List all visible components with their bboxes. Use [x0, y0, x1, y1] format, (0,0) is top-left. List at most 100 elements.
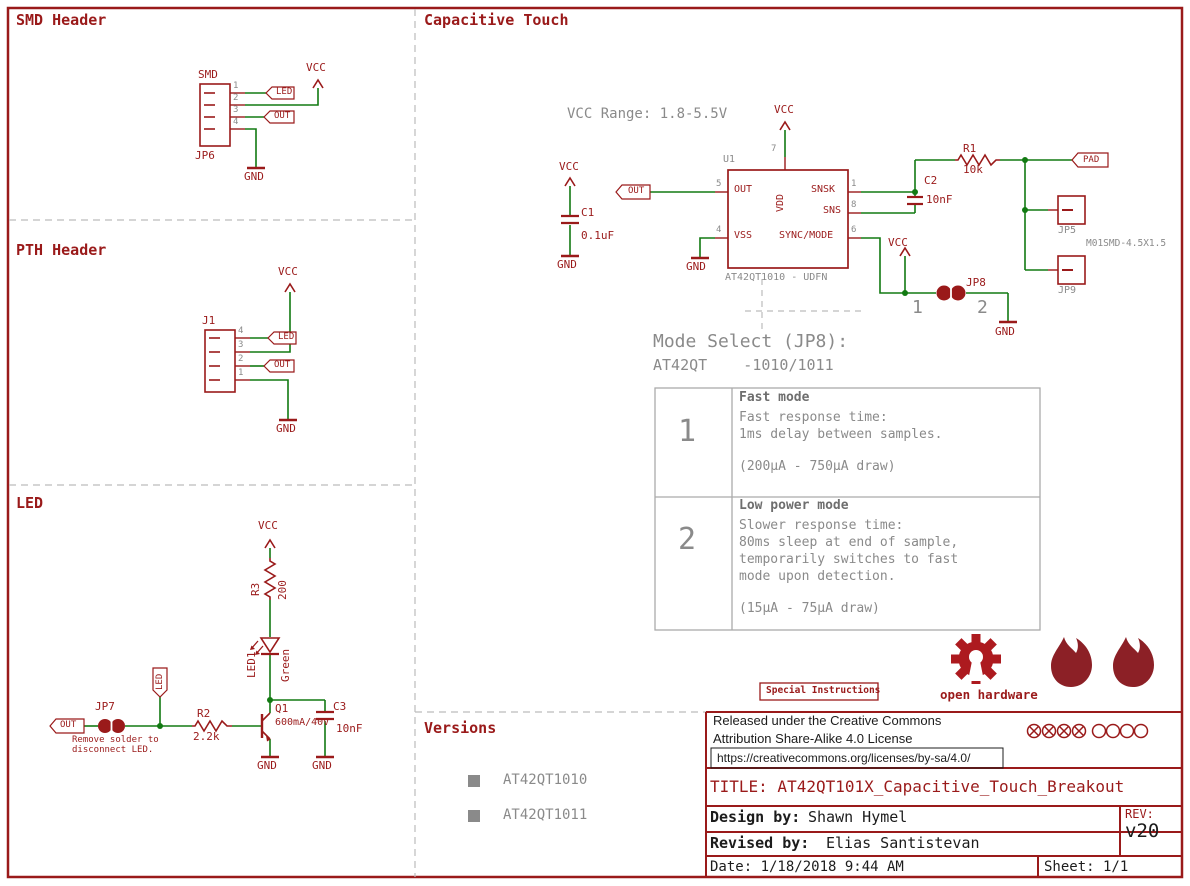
pth-wires	[250, 292, 291, 420]
mode-select-leader-lines	[745, 279, 865, 332]
u1-pin-number-sync: 6	[851, 225, 857, 235]
cc-line-2: Attribution Share-Alike 4.0 License	[713, 731, 913, 746]
u1-pin-vdd: VDD	[775, 193, 786, 212]
flame-logo-2	[1113, 637, 1154, 687]
led-section-title: LED	[16, 494, 44, 512]
junction-dot	[1022, 157, 1028, 163]
jp6-pin-number-3: 3	[233, 105, 239, 115]
smd-gnd-label: GND	[244, 170, 264, 183]
smd-section-title: SMD Header	[16, 11, 107, 29]
c1-gnd-label: GND	[557, 258, 577, 271]
u1-pin-number-sns: 8	[851, 200, 857, 210]
u1-pin-sync: SYNC/MODE	[779, 230, 834, 241]
mode-select-title: Mode Select (JP8):	[653, 331, 849, 352]
c2-value: 10nF	[926, 193, 953, 206]
jp6-pin-number-4: 4	[233, 117, 239, 127]
r2-value: 2.2k	[193, 730, 220, 743]
u1-value: AT42QT1010 - UDFN	[725, 272, 828, 283]
smd-out-flag	[263, 110, 295, 124]
led1-value: Green	[279, 648, 292, 682]
mode-row2-line-1: Slower response time:	[739, 518, 904, 533]
u1-pin-vss: VSS	[734, 230, 753, 241]
led-out-flag	[49, 718, 85, 734]
jp7-note-line-1: Remove solder to	[72, 735, 159, 745]
jp5-connector	[1048, 195, 1086, 225]
c3-ref: C3	[333, 700, 347, 713]
c1-ref: C1	[581, 206, 595, 219]
pth-vcc-symbol	[284, 282, 296, 293]
pth-gnd-label: GND	[276, 422, 296, 435]
mode-row2-title: Low power mode	[739, 498, 849, 513]
r1-resistor	[955, 153, 1000, 167]
c1-value: 0.1uF	[581, 229, 615, 242]
special-instructions-box	[759, 682, 879, 701]
vcc-range-note: VCC Range: 1.8-5.5V	[567, 106, 728, 122]
jp6-connector	[199, 83, 245, 147]
sheet-label: Sheet: 1/1	[1044, 859, 1129, 875]
cap-wires	[569, 130, 1072, 322]
pth-vcc-label: VCC	[278, 265, 298, 278]
r3-resistor	[263, 558, 277, 600]
mode-row2-line-4: mode upon detection.	[739, 569, 896, 584]
date-label: Date: 1/18/2018 9:44 AM	[710, 859, 904, 875]
jp5-ref: JP5	[1058, 225, 1077, 236]
cc-line-1: Released under the Creative Commons	[713, 713, 942, 728]
jp8-gnd-label: GND	[995, 325, 1015, 338]
mode-select-subtitle: AT42QT -1010/1011	[653, 356, 834, 374]
jp8-pin2-number: 2	[977, 297, 988, 318]
special-instructions-label: Special Instructions	[766, 685, 881, 696]
u1-vcc-symbol	[779, 120, 791, 131]
u1-ic	[715, 157, 861, 269]
mode-row1-draw: (200μA - 750μA draw)	[739, 459, 896, 474]
design-by-value: Shawn Hymel	[808, 808, 908, 826]
u1-pin-number-vss: 4	[716, 225, 722, 235]
q1-ref: Q1	[275, 702, 289, 715]
pth-out-flag-label: OUT	[274, 360, 291, 370]
u1-pin-out: OUT	[734, 184, 753, 195]
cc-url[interactable]: https://creativecommons.org/licenses/by-…	[717, 751, 971, 765]
jp8-jumper	[936, 285, 966, 301]
jp8-vcc-label: VCC	[888, 236, 908, 249]
cap-section-title: Capacitive Touch	[424, 11, 569, 29]
pad-flag-label: PAD	[1083, 155, 1100, 165]
drill-symbols-crossed	[1026, 723, 1087, 739]
smd-vcc-label: VCC	[306, 61, 326, 74]
j1-connector	[204, 329, 250, 393]
pad-flag	[1071, 152, 1109, 168]
r3-ref: R3	[249, 582, 262, 596]
sheet-border	[6, 6, 1184, 879]
r2-resistor	[192, 719, 232, 733]
footprint-note: M01SMD-4.5X1.5	[1086, 238, 1167, 249]
r1-ref: R1	[963, 142, 977, 155]
q1-value: 600mA/40V	[275, 717, 330, 728]
c2-ref: C2	[924, 174, 938, 187]
jp6-ref: JP6	[195, 149, 215, 162]
mode-row2-draw: (15μA - 75μA draw)	[739, 601, 880, 616]
junction-dot	[902, 290, 908, 296]
smd-out-flag-label: OUT	[274, 111, 291, 121]
drill-symbols-plain	[1091, 723, 1149, 739]
led-out-flag-label: OUT	[60, 720, 77, 730]
u1-ref: U1	[723, 154, 736, 165]
version-item-0: AT42QT1010	[503, 772, 588, 788]
oshw-wordmark: open hardware	[940, 687, 1038, 702]
version-bullet-0	[468, 775, 480, 787]
c3-gnd-label: GND	[312, 759, 332, 772]
jp7-ref: JP7	[95, 700, 115, 713]
jp9-ref: JP9	[1058, 285, 1077, 296]
version-item-1: AT42QT1011	[503, 807, 588, 823]
r3-value: 200	[276, 580, 289, 600]
jp8-ref: JP8	[966, 276, 986, 289]
title-line: TITLE: AT42QT101X_Capacitive_Touch_Break…	[710, 777, 1125, 796]
jp6-pin-number-2: 2	[233, 93, 239, 103]
rev-value: v20	[1125, 820, 1160, 842]
cc-url-box	[710, 747, 1004, 769]
c1-capacitor	[561, 214, 579, 225]
led-vcc-label: VCC	[258, 519, 278, 532]
q1-transistor	[260, 712, 271, 742]
u1-pin-number-out: 5	[716, 179, 722, 189]
versions-section-title: Versions	[424, 719, 497, 737]
r2-ref: R2	[197, 707, 211, 720]
vss-gnd-label: GND	[686, 260, 706, 273]
